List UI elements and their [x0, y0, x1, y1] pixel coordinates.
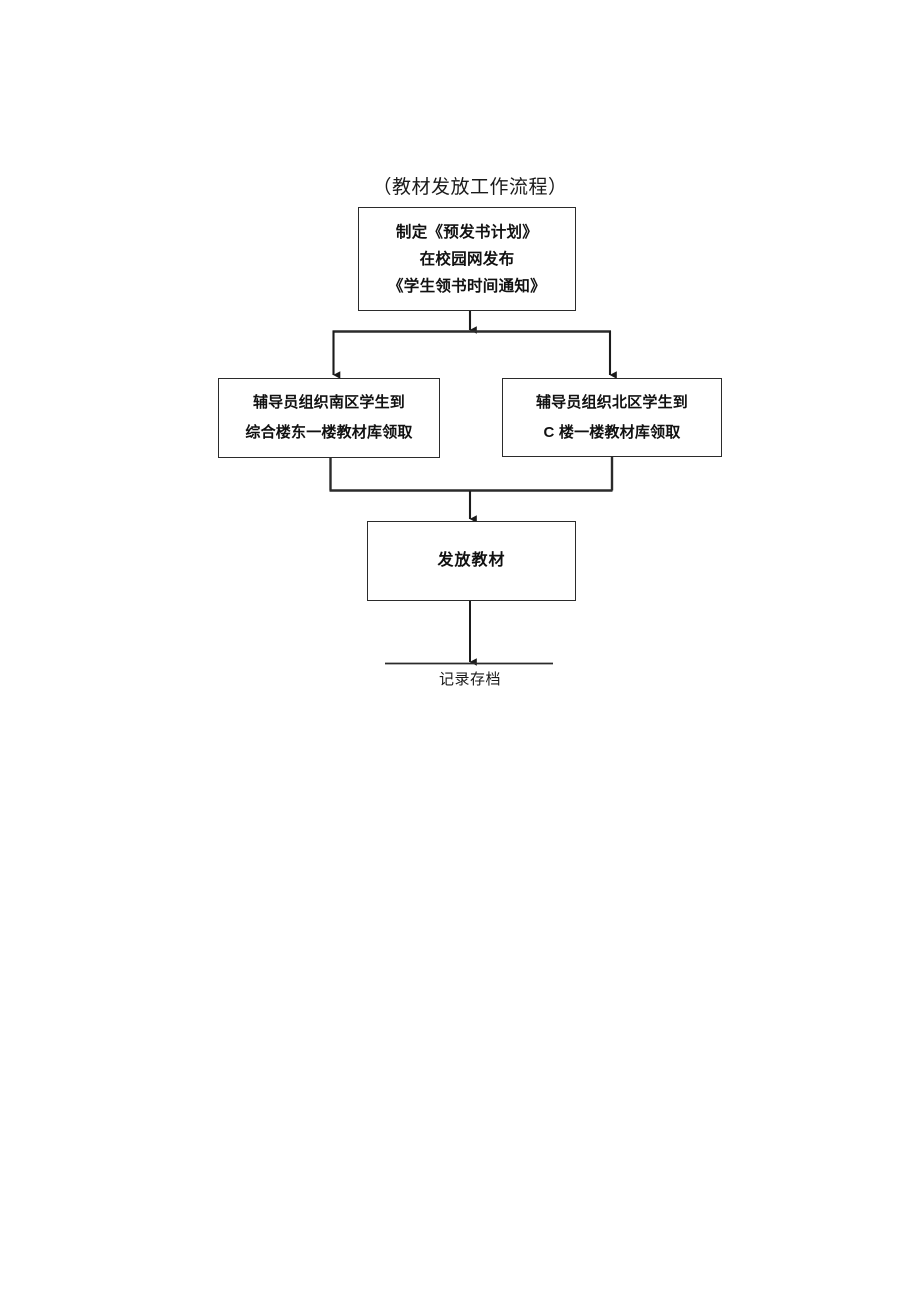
flow-node-north-campus[interactable]: 辅导员组织北区学生到 C 楼一楼教材库领取: [502, 378, 722, 457]
flow-node-plan[interactable]: 制定《预发书计划》 在校园网发布 《学生领书时间通知》: [358, 207, 576, 311]
flow-node-south-campus-line-2: 综合楼东一楼教材库领取: [245, 424, 413, 441]
flowchart-diagram: （教材发放工作流程） 制定《预发书计划》 在校园网发布 《学生领书时间通知》 辅…: [218, 177, 722, 688]
flow-node-plan-line-3: 《学生领书时间通知》: [387, 277, 546, 295]
flow-node-plan-line-1: 制定《预发书计划》: [395, 223, 539, 241]
connector-layer: [329, 311, 617, 666]
page-title: （教材发放工作流程）: [372, 177, 568, 198]
flow-node-archive-label: 记录存档: [438, 671, 501, 688]
flow-node-distribute[interactable]: 发放教材: [367, 521, 576, 601]
flow-node-distribute-line-1: 发放教材: [437, 552, 506, 569]
flow-node-south-campus[interactable]: 辅导员组织南区学生到 综合楼东一楼教材库领取: [218, 378, 440, 458]
flow-node-south-campus-line-1: 辅导员组织南区学生到: [252, 394, 405, 411]
flow-node-plan-line-2: 在校园网发布: [419, 250, 515, 268]
flow-node-north-campus-line-1: 辅导员组织北区学生到: [535, 393, 688, 411]
flow-node-north-campus-line-2: C 楼一楼教材库领取: [543, 423, 681, 441]
